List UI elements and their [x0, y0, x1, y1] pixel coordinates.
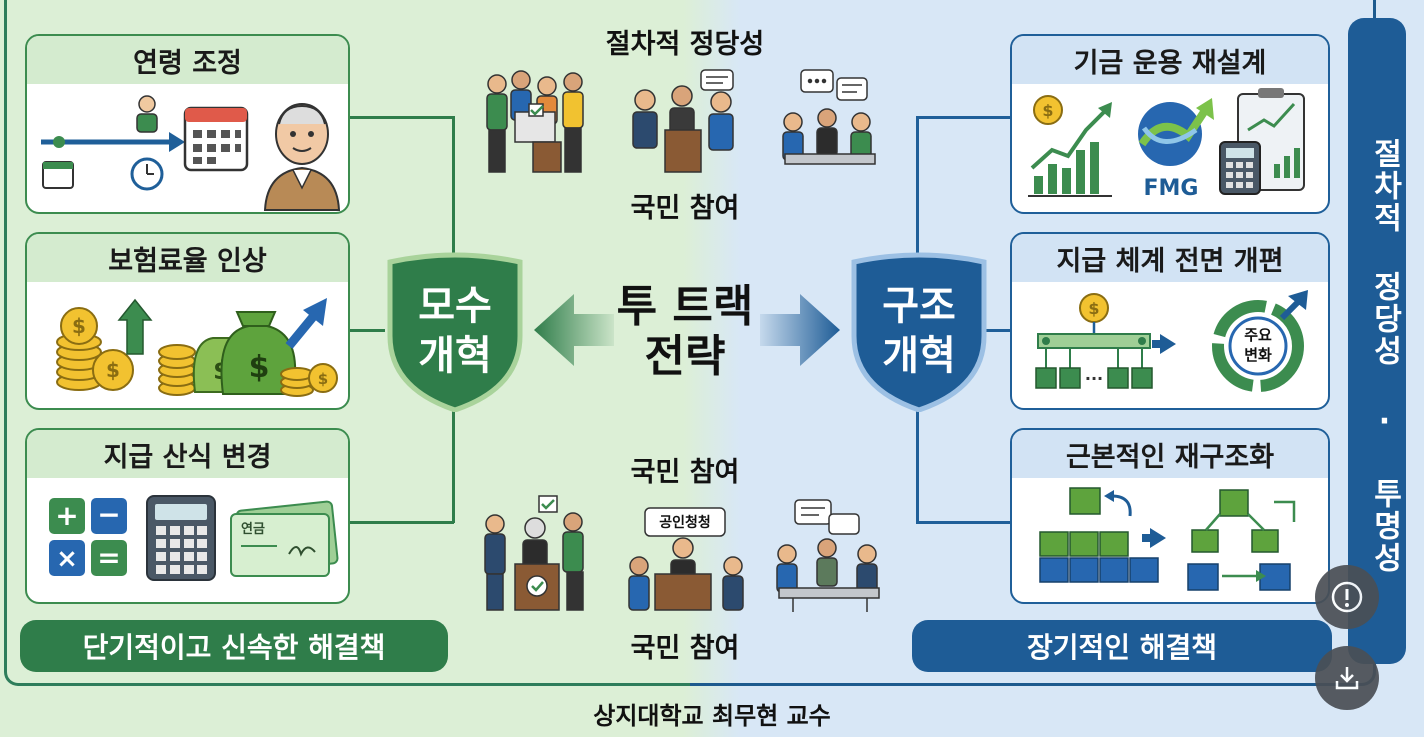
- card-formula-change: 지급 산식 변경 + − × = 연금: [25, 428, 350, 604]
- center-title: 투 트랙 전략: [600, 282, 770, 382]
- circle-text-2: 변화: [1244, 346, 1272, 364]
- card-title: 지급 산식 변경: [27, 430, 348, 478]
- participation-label-top: 국민 참여: [630, 193, 740, 224]
- card-title: 기금 운용 재설계: [1012, 36, 1328, 84]
- card-premium-increase: 보험료율 인상 $ $ $ $ $: [25, 232, 350, 410]
- svg-text:$: $: [1088, 299, 1099, 318]
- svg-text:···: ···: [1085, 369, 1103, 388]
- age-timeline-illustration: [41, 95, 341, 211]
- svg-text:$: $: [106, 358, 120, 382]
- right-shield-line1: 구조: [882, 283, 956, 329]
- card-payment-overhaul: 지급 체계 전면 개편 $ ··· 주요 변화: [1010, 232, 1330, 410]
- left-shield-line2: 개혁: [418, 333, 492, 379]
- connector: [916, 116, 1011, 119]
- public-hearing-illustration: [484, 495, 880, 612]
- connector: [350, 116, 454, 119]
- participation-label-bottom: 국민 참여: [630, 633, 740, 664]
- center-title-line1: 투 트랙: [616, 281, 754, 332]
- connector: [350, 329, 385, 332]
- svg-text:×: ×: [56, 544, 78, 574]
- connector: [452, 405, 455, 523]
- card-title: 연령 조정: [27, 36, 348, 84]
- svg-text:$: $: [318, 370, 328, 388]
- check-label: 연금: [241, 522, 265, 537]
- card-title: 보험료율 인상: [27, 234, 348, 282]
- fund-chart-illustration: $: [1028, 88, 1305, 197]
- svg-text:$: $: [1042, 101, 1053, 120]
- svg-text:=: =: [97, 541, 120, 574]
- circle-text-1: 주요: [1244, 326, 1272, 344]
- hearing-sign: 공인청청: [659, 515, 711, 531]
- right-shield-line2: 개혁: [882, 333, 956, 379]
- citizen-participation-illustration: [486, 69, 876, 173]
- connector: [916, 521, 1011, 524]
- card-fundamental-restructuring: 근본적인 재구조화: [1010, 428, 1330, 604]
- svg-text:$: $: [249, 350, 270, 385]
- connector: [916, 116, 919, 256]
- card-title: 근본적인 재구조화: [1012, 430, 1328, 478]
- connector: [916, 405, 919, 523]
- connector: [350, 521, 454, 524]
- short-term-solution-pill: 단기적이고 신속한 해결책: [20, 620, 448, 672]
- connector: [985, 329, 1011, 332]
- info-button[interactable]: [1315, 565, 1379, 629]
- svg-text:−: −: [97, 498, 120, 531]
- left-shield-icon: [387, 252, 523, 412]
- money-growth-illustration: $ $ $ $ $: [56, 298, 338, 397]
- left-shield-line1: 모수: [418, 283, 492, 329]
- block-restructure-illustration: [1039, 487, 1296, 591]
- participation-label-middle: 국민 참여: [630, 457, 740, 488]
- center-title-line2: 전략: [644, 331, 726, 382]
- card-age-adjustment: 연령 조정: [25, 34, 350, 214]
- info-icon: [1331, 581, 1363, 613]
- top-heading: 절차적 정당성: [605, 29, 765, 60]
- footer-credit: 상지대학교 최무현 교수: [593, 702, 831, 730]
- right-shield-icon: [851, 252, 987, 412]
- long-term-solution-pill: 장기적인 해결책: [912, 620, 1332, 672]
- calculation-illustration: + − × =: [49, 495, 339, 581]
- right-arrow-icon: [760, 294, 840, 366]
- connector: [452, 116, 455, 256]
- svg-text:+: +: [55, 499, 78, 532]
- side-banner: 절차적 정당성 · 투명성: [1348, 18, 1406, 664]
- card-fund-redesign: 기금 운용 재설계 $ FMG: [1010, 34, 1330, 214]
- svg-text:$: $: [72, 314, 86, 338]
- left-arrow-icon: [534, 294, 614, 366]
- download-icon: [1335, 667, 1359, 690]
- card-title: 지급 체계 전면 개편: [1012, 234, 1328, 282]
- download-button[interactable]: [1315, 646, 1379, 710]
- restructure-flow-illustration: $ ···: [1035, 290, 1308, 392]
- fmg-logo: FMG: [1143, 176, 1199, 201]
